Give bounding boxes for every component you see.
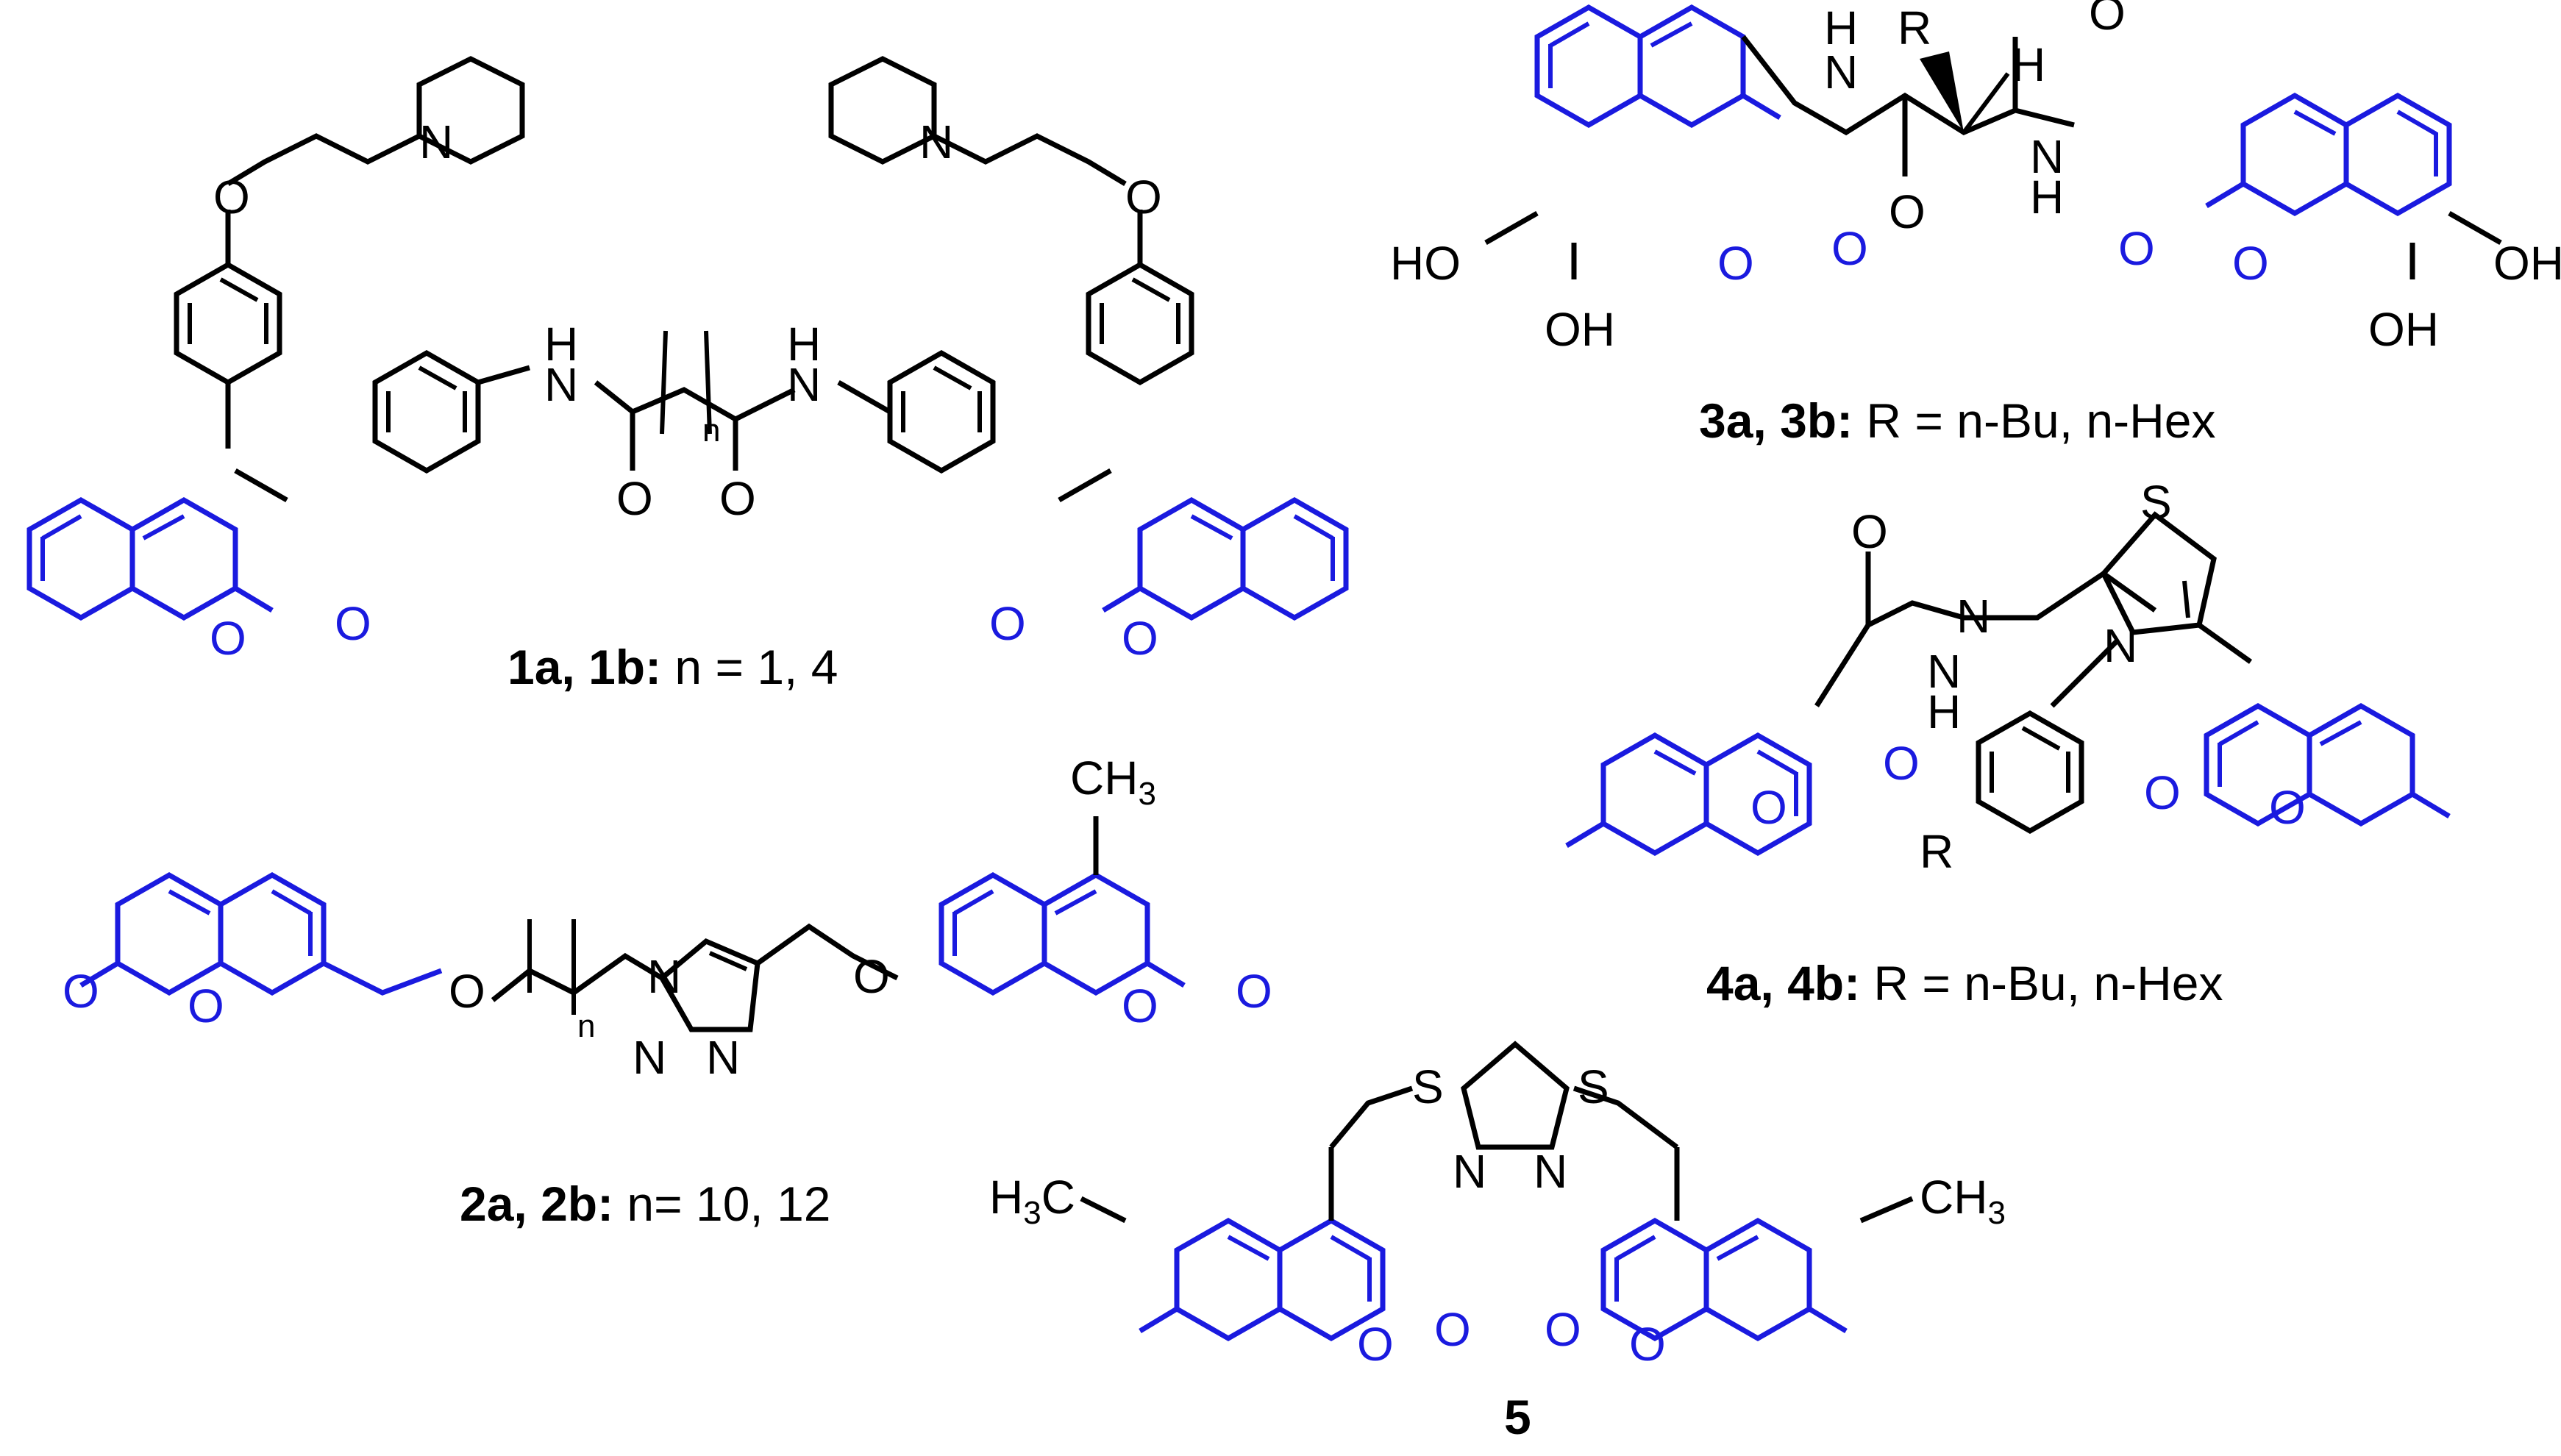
atom-s-left-5: S [1412,1060,1444,1113]
compound-1-label: 1a, 1b: n = 1, 4 [507,640,838,694]
atom-o-ring-2a: O [188,979,224,1032]
atom-o-carbonyl-left: O [616,472,653,525]
atom-n-pip-left: N [419,115,453,168]
compound-2-label: 2a, 2b: n= 10, 12 [460,1177,831,1231]
atom-n2-hydrazone: N [1927,645,1961,698]
atom-o-ring-2b: O [1122,979,1158,1032]
atom-r-4: R [1920,825,1953,878]
atom-h-alpha-3: H [2012,38,2045,91]
coumarin-core-1-right [1103,500,1346,618]
compound-2: O N N N n O CH3 O O O O 2a, 2b: n= 10, 1… [63,752,1272,1231]
atom-o-ether-left: O [213,171,250,224]
atom-o-ring-4a: O [1750,781,1787,834]
atom-n-amide-3a: N [1824,46,1858,99]
atom-n1-hydrazone: N [1956,590,1990,643]
atom-o-lactone-4a: O [1883,737,1920,790]
coumarin-core-3-left [1537,7,1780,125]
atom-o-lactone-5a: O [1434,1303,1471,1356]
atom-h-hydrazone: H [1927,685,1961,738]
atom-s-right-5: S [1578,1060,1609,1113]
atom-h-amide-3a: H [1824,1,1858,54]
atom-n-amide-3b: N [2030,130,2064,183]
atom-oh-3c: OH [2368,303,2439,356]
coumarin-core-2-right [941,875,1184,993]
atom-o-ring-5b: O [1629,1318,1666,1371]
phenyl-ring-4 [1978,713,2081,831]
atom-r-3: R [1898,1,1931,54]
atom-o-lactone-4b: O [2144,766,2181,819]
compound-3: N H R H N H O O HO OH OH OH O O O O 3a, … [1390,0,2561,448]
coumarin-core-2-left [81,875,324,993]
atom-o-ring-4b: O [2269,781,2306,834]
compound-3-label: 3a, 3b: R = n-Bu, n-Hex [1699,393,2215,448]
atom-n1-triazole: N [647,950,681,1003]
atom-o-carbonyl-4: O [1851,505,1888,558]
atom-o-carbonyl-right: O [719,472,756,525]
atom-o-lactone-left: O [335,597,371,650]
atom-o-lactone-right: O [989,597,1026,650]
compound-5-label: 5 [1504,1390,1531,1444]
atom-ch3-5: CH3 [1920,1171,2006,1231]
coumarin-core-5-left [1140,1221,1383,1338]
benzene-ring-right-mid [890,353,993,471]
atom-h-amide-3b: H [2030,171,2064,224]
atom-n-subscript-2: n [577,1008,595,1044]
atom-o-ring-5a: O [1357,1318,1394,1371]
compound-4-label: 4a, 4b: R = n-Bu, n-Hex [1706,956,2223,1010]
compound-4: O N N H S N R O O O O 4a, 4b: R = n-Bu, … [1567,476,2449,1010]
atom-h3c-5: H3C [989,1171,1075,1231]
atom-o-ring-left: O [210,612,246,665]
atom-oh-3b: OH [2493,237,2561,290]
atom-n-amide-right: N [787,358,821,411]
atom-o-ether-2: O [449,965,485,1018]
atom-n3-triazole: N [706,1031,740,1084]
coumarin-core-3-right [2206,96,2449,213]
atom-o-lactone-3b: O [2118,222,2155,275]
benzene-ring-left-top [177,265,279,382]
atom-o-ether-right: O [1125,171,1162,224]
compound-1: N N O O N H N H O O n O O O O 1a, 1b: n … [29,59,1346,694]
atom-n2-triazole: N [633,1031,666,1084]
atom-o-carbonyl-3b: O [2089,0,2126,40]
atom-o-lactone-2a: O [63,965,99,1018]
atom-n2-pyrazole: N [1534,1145,1567,1198]
atom-ch3-2: CH3 [1070,752,1156,812]
compound-5: S S N N H3C CH3 O O O O 5 [989,1041,2006,1444]
benzene-ring-right-top [1089,265,1192,382]
coumarin-core-1-left [29,500,272,618]
atom-o-lactone-3a: O [1831,222,1868,275]
atom-o-ether-2b: O [853,950,890,1003]
atom-n-thiazole: N [2104,619,2137,672]
atom-o-ring-3a: O [1717,237,1754,290]
atom-h-amide-right: H [787,318,821,371]
atom-o-ring-right: O [1122,612,1158,665]
atom-n-subscript: n [702,413,720,449]
atom-oh-3a: OH [1545,303,1615,356]
atom-o-lactone-5b: O [1545,1303,1581,1356]
atom-s-thiazole: S [2140,476,2172,529]
atom-o-lactone-2b: O [1236,965,1272,1018]
atom-ho-3: HO [1390,237,1461,290]
atom-o-carbonyl-3a: O [1889,185,1926,238]
benzene-ring-left-mid [375,353,478,471]
atom-n-pip-right: N [919,115,953,168]
atom-o-ring-3b: O [2232,237,2269,290]
atom-n-amide-left: N [544,358,578,411]
atom-h-amide-left: H [544,318,578,371]
piperidine-ring-right [831,59,934,162]
atom-n1-pyrazole: N [1453,1145,1486,1198]
coumarin-core-4-right [2206,706,2449,824]
